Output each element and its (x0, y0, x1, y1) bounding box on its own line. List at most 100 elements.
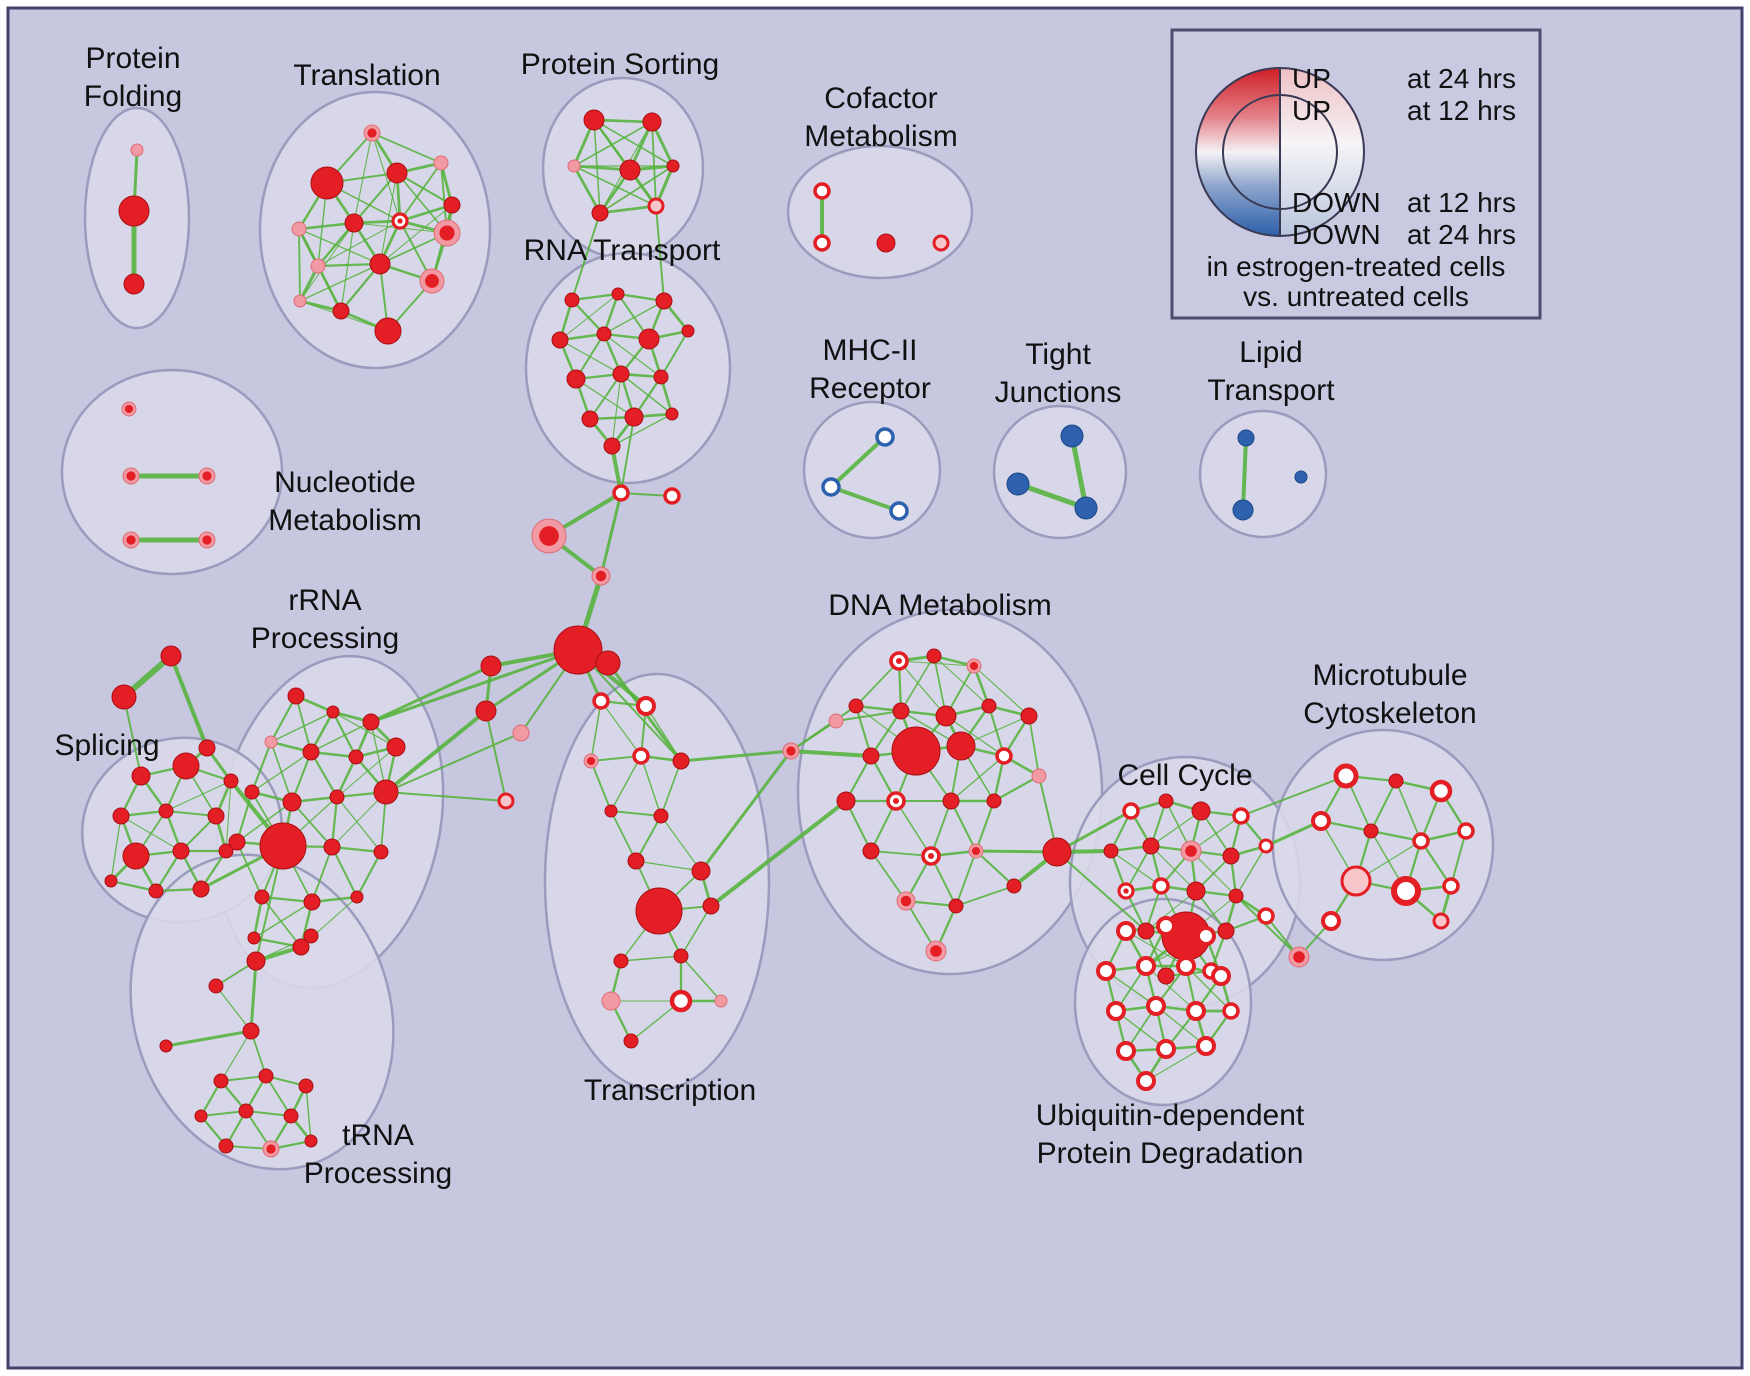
gene-node (1191, 801, 1211, 821)
gene-node (332, 302, 350, 320)
gene-node (813, 182, 831, 200)
cluster-label-protein-sorting: Protein Sorting (521, 48, 719, 81)
edge (869, 709, 903, 758)
edge (398, 203, 454, 223)
edge (659, 329, 690, 379)
gene-node (310, 258, 326, 274)
gene-node (373, 779, 399, 805)
gene-node (207, 807, 225, 825)
gene-node (1031, 768, 1047, 784)
gene-node (254, 889, 270, 905)
gene-node (122, 842, 150, 870)
gene-node (653, 369, 669, 385)
gene-node (1185, 845, 1197, 857)
gene-node (892, 797, 900, 805)
gene-node (895, 657, 903, 665)
edge (610, 755, 642, 812)
gene-node (592, 692, 610, 710)
gene-node (373, 844, 389, 860)
edge (709, 799, 848, 908)
gene-node (655, 292, 673, 310)
gene-node (202, 535, 212, 545)
gene-node (595, 650, 621, 676)
edge (973, 665, 1030, 717)
cluster-label-tight-junctions: Tight (1025, 338, 1091, 371)
gene-node (1222, 847, 1240, 865)
edge (974, 849, 1016, 888)
edge (895, 800, 932, 857)
gene-node (1457, 822, 1475, 840)
edge (249, 959, 258, 1033)
gene-node (1136, 956, 1156, 976)
edge (305, 1085, 312, 1142)
gene-node (1116, 921, 1136, 941)
edge (870, 850, 932, 857)
gene-node (636, 696, 656, 716)
cluster-label-splicing: Splicing (54, 729, 159, 762)
gene-node (238, 1103, 254, 1119)
gene-node (1156, 916, 1176, 936)
gene-node (266, 1144, 276, 1154)
edge (950, 755, 1005, 802)
gene-node (1222, 1002, 1240, 1020)
gene-node (813, 234, 831, 252)
edge (298, 228, 381, 265)
gene-node (714, 994, 728, 1008)
edge (854, 704, 873, 758)
edge (680, 905, 712, 957)
edge (399, 162, 442, 222)
edge (599, 165, 674, 214)
edge (870, 850, 907, 902)
gene-node (638, 328, 660, 350)
gene-node (386, 162, 408, 184)
edge (1235, 845, 1267, 897)
edge (385, 791, 507, 802)
gene-node (1006, 878, 1022, 894)
edge (573, 121, 653, 167)
gene-node (1122, 802, 1140, 820)
edge (992, 774, 1041, 803)
gene-node (1442, 877, 1460, 895)
gene-node (986, 793, 1002, 809)
edge (1015, 481, 1089, 511)
edge (570, 292, 620, 302)
edge (369, 648, 580, 724)
gene-node (287, 687, 305, 705)
gene-node (433, 155, 449, 171)
gene-node (259, 822, 307, 870)
edge (1369, 779, 1398, 833)
edge (680, 955, 722, 1002)
cluster-label-cofactor-metabolism: Metabolism (804, 120, 957, 153)
edge (898, 660, 947, 717)
gene-node (1103, 843, 1119, 859)
gene-node (1157, 967, 1175, 985)
gene-node (126, 535, 136, 545)
cluster-ellipse-transcription (543, 672, 771, 1092)
gene-node (118, 195, 150, 227)
gene-node (862, 842, 880, 860)
gene-node (480, 655, 502, 677)
gene-node (1074, 496, 1098, 520)
edge (369, 664, 493, 724)
legend-glyph-inner-left (1223, 95, 1280, 209)
edge (660, 760, 682, 817)
cluster-label-cofactor-metabolism: Cofactor (824, 82, 937, 115)
gene-node (1186, 881, 1206, 901)
gene-node (1123, 888, 1129, 894)
gene-node (512, 724, 530, 742)
gene-node (192, 880, 210, 898)
gene-node (1142, 837, 1160, 855)
gene-node (208, 978, 224, 994)
edge (352, 171, 399, 225)
edge (651, 121, 657, 207)
gene-node (1146, 996, 1166, 1016)
gene-node (596, 326, 612, 342)
gene-node (539, 526, 559, 546)
gene-node (244, 784, 260, 800)
gene-node (302, 743, 320, 761)
gene-node (228, 833, 246, 851)
legend-note-line2: vs. untreated cells (1243, 281, 1469, 312)
edge (235, 790, 254, 844)
edge (379, 172, 398, 265)
